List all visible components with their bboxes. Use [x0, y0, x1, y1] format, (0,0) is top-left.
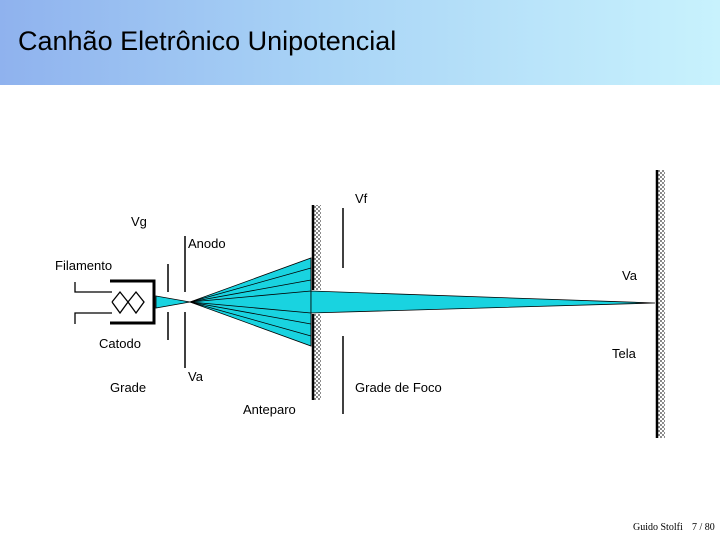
- screen: [655, 170, 665, 438]
- beam-rays: [189, 267, 312, 337]
- label-vg: Vg: [131, 214, 147, 229]
- label-filamento: Filamento: [55, 258, 113, 273]
- label-grade-de-foco: Grade de Foco: [355, 380, 442, 395]
- label-vf: Vf: [355, 191, 368, 206]
- focused-beam: [310, 290, 656, 314]
- footer-author: Guido Stolfi: [633, 522, 683, 533]
- aperture-plate: [311, 205, 321, 400]
- divergent-beam: [188, 257, 312, 347]
- label-anodo: Anodo: [188, 236, 226, 251]
- label-tela: Tela: [612, 346, 636, 361]
- title-bar: [0, 0, 720, 85]
- footer-page-number: 7 / 80: [692, 522, 715, 533]
- label-va-left: Va: [188, 369, 203, 384]
- slide-title: Canhão Eletrônico Unipotencial: [18, 26, 397, 56]
- filament: [74, 282, 145, 324]
- cathode: [110, 279, 156, 325]
- cathode-beam: [155, 295, 191, 309]
- label-catodo: Catodo: [99, 336, 141, 351]
- label-anteparo: Anteparo: [243, 402, 296, 417]
- label-grade: Grade: [110, 380, 147, 395]
- label-va-right: Va: [622, 268, 637, 283]
